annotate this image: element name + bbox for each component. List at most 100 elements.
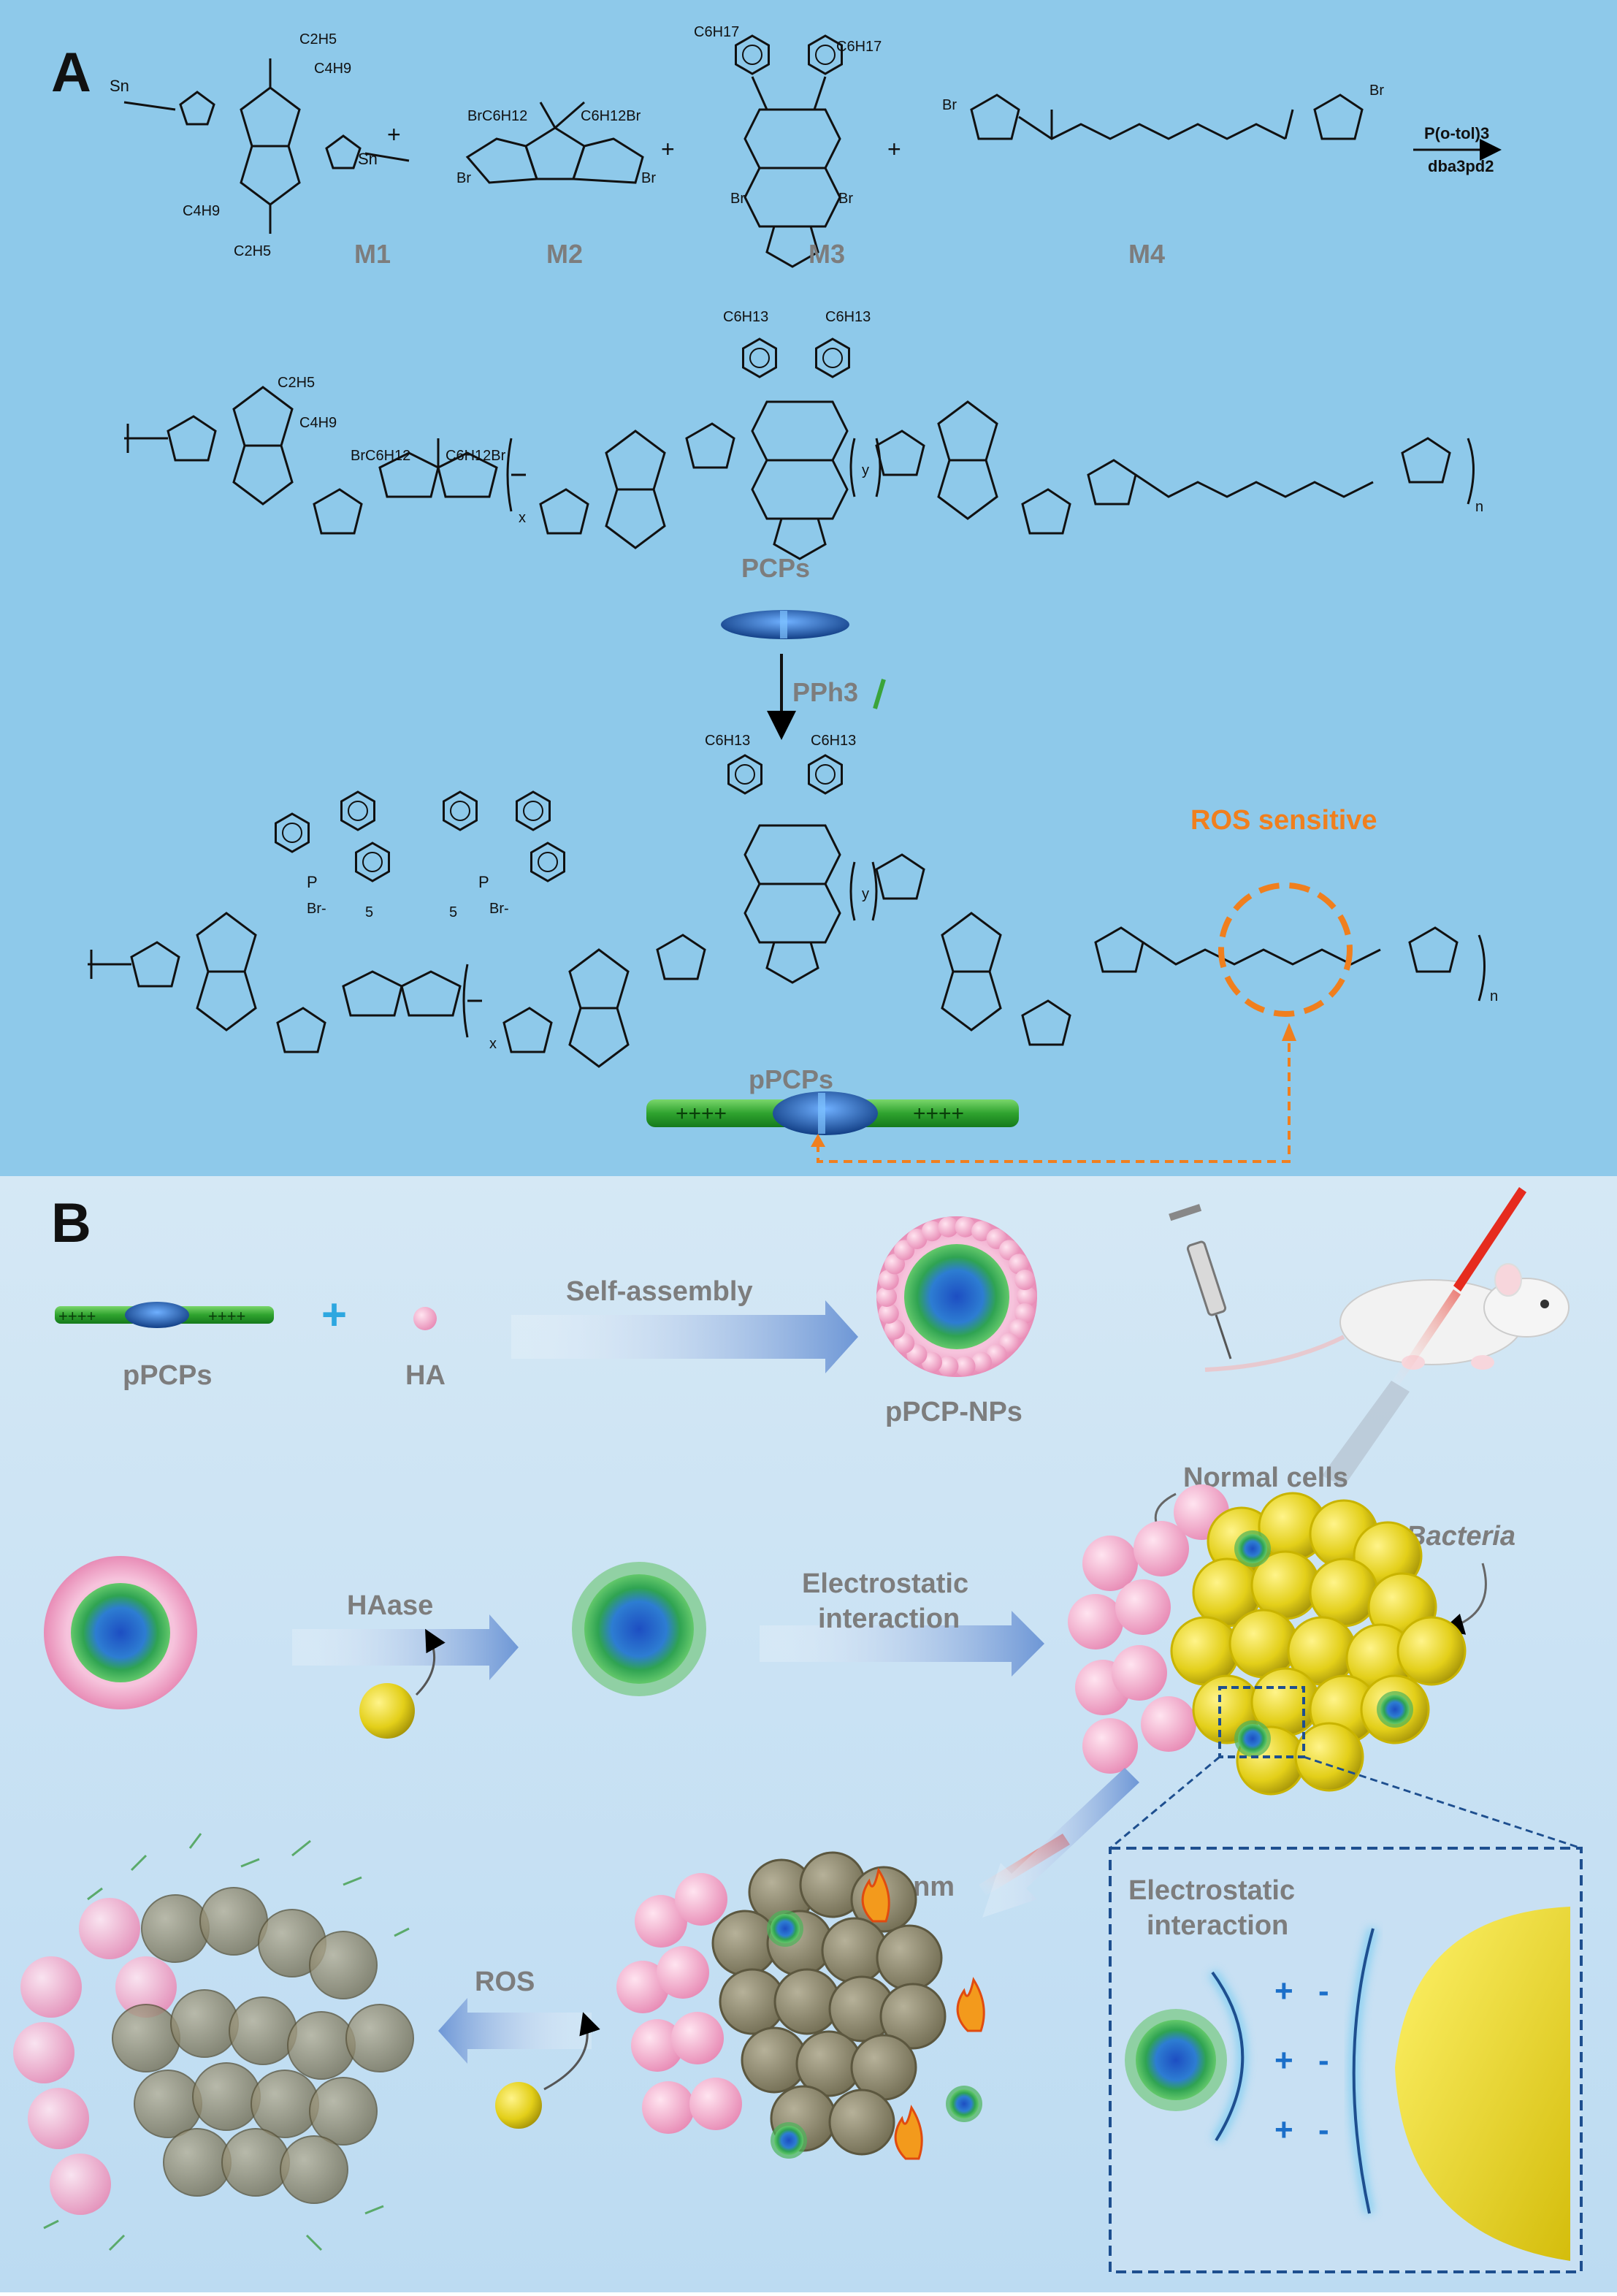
- ros-curve-arrow: [543, 2012, 600, 2091]
- normal-cell: [1082, 1536, 1138, 1591]
- debris-fragment: [87, 1887, 103, 1901]
- panel-a-background: [0, 0, 1617, 1176]
- ppcps-n: n: [1490, 988, 1498, 1004]
- dead-bacterium: [192, 2062, 261, 2131]
- haase-label: HAase: [347, 1590, 433, 1621]
- inset-plus-2: +: [1274, 2043, 1293, 2078]
- debris-fragment: [364, 2205, 384, 2215]
- normal-cell: [689, 2078, 742, 2130]
- self-assembly-label: Self-assembly: [566, 1276, 753, 1307]
- ppcps-rod-charges-left: ++++: [676, 1102, 727, 1126]
- normal-cell: [657, 1946, 709, 1999]
- ppcps-p-left: P: [307, 873, 318, 891]
- inset-title-1: Electrostatic: [1128, 1875, 1295, 1906]
- syringe-icon: [1169, 1204, 1232, 1359]
- ha-bead: [884, 1319, 905, 1340]
- electrostatic-label-1: Electrostatic: [802, 1568, 968, 1599]
- inset-minus-2: -: [1318, 2043, 1329, 2078]
- green-rod-mark: [873, 679, 886, 709]
- dead-bacterium: [112, 2004, 180, 2072]
- b-rod-charges-left: ++++: [58, 1307, 96, 1325]
- b-label-ha: HA: [405, 1360, 446, 1391]
- bound-np: [1234, 1720, 1271, 1757]
- laser-beam-shadow: [1322, 1381, 1410, 1487]
- normal-cell: [1141, 1696, 1196, 1752]
- normal-cell: [631, 2019, 684, 2072]
- heat-flame-icon: [956, 1977, 985, 2032]
- normal-cell: [1082, 1718, 1138, 1774]
- inset-plus-3: +: [1274, 2112, 1293, 2148]
- ha-bead: [921, 1221, 942, 1242]
- m1-c4h9-top: C4H9: [314, 61, 351, 77]
- dead-bacterium: [199, 1887, 268, 1956]
- ha-bead: [1014, 1270, 1036, 1291]
- ppcp-np-icon: [876, 1216, 1037, 1377]
- reagent-pph3: PPh3: [792, 677, 858, 707]
- damaged-bacteria-cluster: [616, 1851, 985, 2160]
- label-ppcp-nps: pPCP-NPs: [885, 1397, 1022, 1427]
- pcps-rod-highlight: [780, 611, 787, 638]
- m2-br-chain-right: C6H12Br: [581, 108, 641, 124]
- ros-sensitive-circle: [1218, 882, 1353, 1017]
- dead-bacterium: [309, 2077, 378, 2146]
- debris-fragment: [130, 1854, 148, 1872]
- normal-cell: [675, 1873, 727, 1926]
- ha-bead: [921, 1351, 942, 1373]
- catalyst-bottom: dba3pd2: [1428, 157, 1494, 175]
- debris-fragment: [108, 2234, 126, 2251]
- m3-br-left: Br: [730, 191, 745, 207]
- ppcps-p-right: P: [478, 873, 489, 891]
- normal-cell: [1115, 1579, 1171, 1635]
- debris-fragment: [240, 1858, 260, 1868]
- bound-np: [1234, 1530, 1271, 1567]
- dead-bacterium: [309, 1931, 378, 1999]
- inset-arc-right: [1352, 1928, 1375, 2214]
- monomer-m2-structure: [465, 101, 644, 184]
- label-pcps: PCPs: [741, 553, 810, 583]
- pcps-x: x: [519, 510, 526, 526]
- bacteria-label: Bacteria: [1406, 1521, 1515, 1552]
- ppcps-c6h13-left: C6H13: [705, 733, 750, 749]
- ha-bead: [971, 1351, 993, 1373]
- b-rod-charges-right: ++++: [208, 1307, 245, 1325]
- m1-sn-right: Sn: [358, 150, 378, 168]
- m3-br-right: Br: [838, 191, 853, 207]
- m3-c6h17-right: C6H17: [836, 39, 882, 55]
- panel-a-letter: A: [51, 42, 91, 104]
- label-m4: M4: [1128, 239, 1165, 269]
- m2-br-right: Br: [641, 170, 656, 186]
- catalyst-top: P(o-tol)3: [1424, 124, 1489, 142]
- debris-fragment: [291, 1839, 311, 1857]
- bound-np: [1377, 1691, 1413, 1728]
- monomer-m1-structure: [123, 58, 410, 234]
- bacterium: [1228, 1609, 1299, 1679]
- m2-br-chain-left: BrC6H12: [467, 108, 527, 124]
- pcps-n: n: [1475, 499, 1483, 515]
- ppcps-rod-charges-right: ++++: [913, 1102, 964, 1126]
- plus-2: +: [661, 136, 675, 162]
- normal-cell: [1134, 1521, 1189, 1576]
- m1-c2h5-top: C2H5: [299, 31, 337, 47]
- ppcps-c6h13-right: C6H13: [811, 733, 856, 749]
- normal-cell: [115, 1956, 177, 2018]
- ha-ball-icon: [413, 1307, 437, 1330]
- normal-cell: [616, 1961, 669, 2013]
- debris-fragment: [343, 1876, 362, 1886]
- monomer-m4-structure: [970, 94, 1364, 140]
- ppcps-x: x: [489, 1036, 497, 1052]
- bound-np: [946, 2086, 982, 2122]
- pcps-c6h13-left: C6H13: [723, 309, 768, 325]
- ros-sensitive-label: ROS sensitive: [1190, 805, 1377, 836]
- ha-bead: [878, 1303, 899, 1324]
- m2-br-left: Br: [456, 170, 471, 186]
- inset-arc-left: [1211, 1971, 1245, 2142]
- dead-bacterium: [251, 2070, 319, 2138]
- bacterium: [1309, 1557, 1379, 1628]
- bound-np: [771, 2122, 807, 2159]
- b-plus: +: [321, 1290, 347, 1339]
- ha-bead: [938, 1356, 959, 1377]
- damaged-bacterium: [828, 2089, 895, 2156]
- label-m1: M1: [354, 239, 391, 269]
- destroyed-bacteria-cluster: [13, 1833, 414, 2251]
